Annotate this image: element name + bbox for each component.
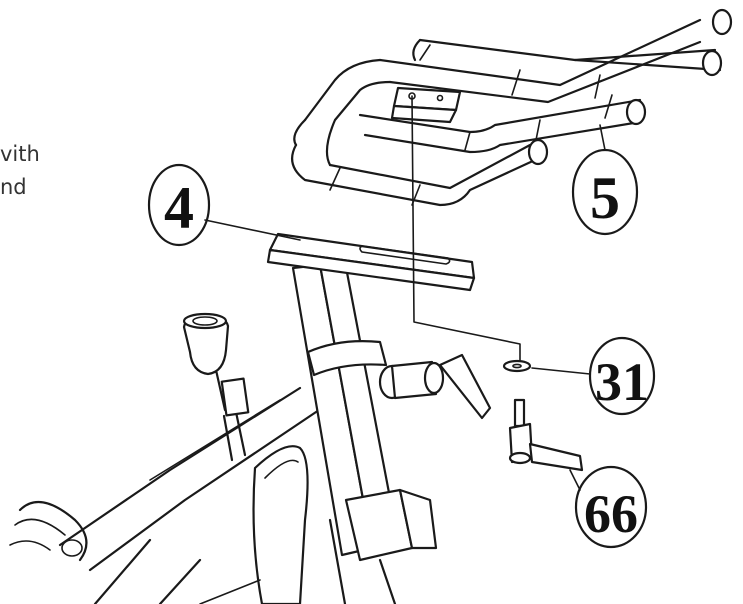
washer-part-31 <box>502 359 532 373</box>
bike-frame <box>9 312 397 604</box>
callout-5: 5 <box>571 124 639 236</box>
callout-4-label: 4 <box>164 175 194 241</box>
instruction-text-line-1: vith <box>0 142 40 166</box>
callout-66: 66 <box>569 465 648 549</box>
callout-5-label: 5 <box>590 165 620 231</box>
locking-lever-part-66 <box>508 398 584 472</box>
callout-31-label: 31 <box>595 352 649 412</box>
callout-4: 4 <box>147 163 301 247</box>
instruction-text-line-2: nd <box>0 175 27 199</box>
callout-66-label: 66 <box>584 484 638 544</box>
assembly-guide-line <box>411 95 521 363</box>
handlebar-part-5 <box>291 8 733 207</box>
slide-bracket-part-4 <box>266 232 476 292</box>
handlebar-post <box>291 260 438 562</box>
post-adjustment-lever <box>378 353 492 420</box>
callout-31: 31 <box>531 336 656 416</box>
